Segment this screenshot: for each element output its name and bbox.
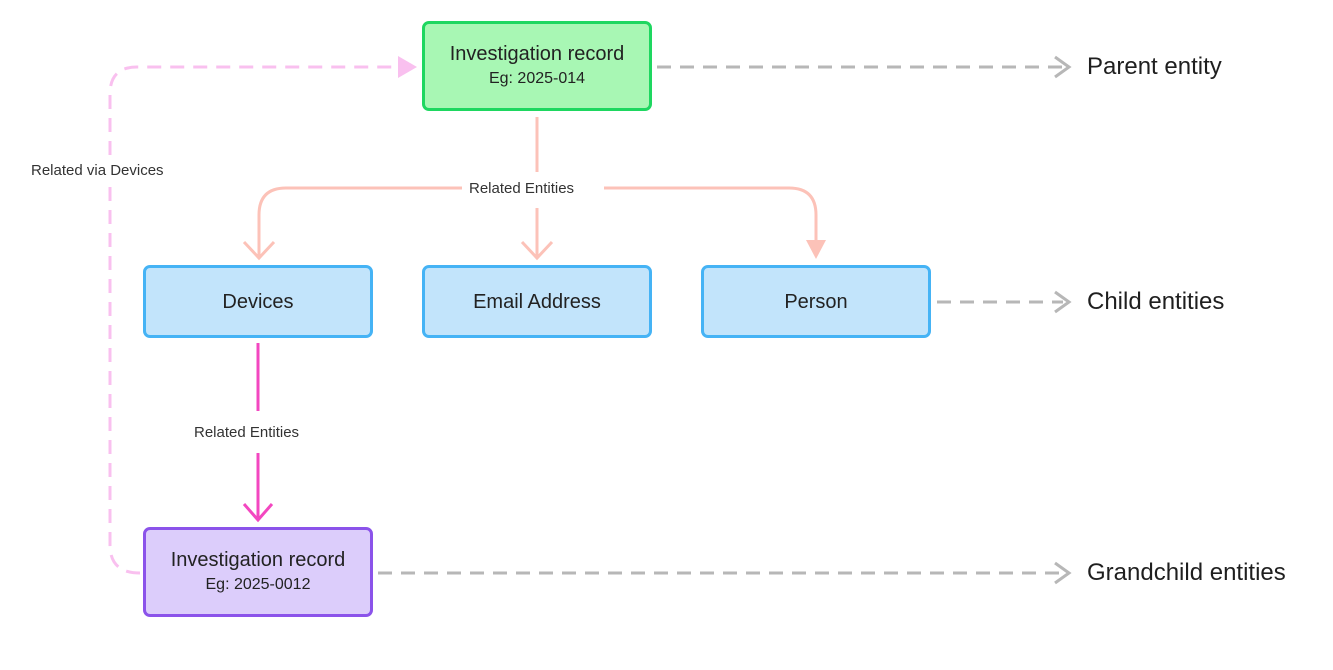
parent-entity-node[interactable]: Investigation record Eg: 2025-014 [422, 21, 652, 111]
grandchild-node-title: Investigation record [170, 549, 346, 571]
person-node[interactable]: Person [701, 265, 931, 338]
related-entities-label-devices: Related Entities [190, 424, 304, 442]
related-entities-label-top: Related Entities [465, 180, 579, 198]
parent-node-title: Investigation record [449, 43, 625, 65]
email-node-title: Email Address [473, 290, 601, 313]
devices-node[interactable]: Devices [143, 265, 373, 338]
legend-arrowhead-child [1054, 290, 1072, 314]
arrowhead-devices [242, 240, 276, 261]
legend-grandchild-entities: Grandchild entities [1087, 559, 1286, 586]
person-node-title: Person [784, 290, 848, 313]
arrowhead-person [806, 240, 826, 259]
connector-left-branch [257, 186, 462, 256]
parent-node-subtitle: Eg: 2025-014 [488, 70, 586, 87]
grandchild-node-subtitle: Eg: 2025-0012 [205, 576, 311, 593]
legend-parent-entity: Parent entity [1087, 53, 1222, 80]
arrowhead-parent [398, 56, 417, 78]
email-address-node[interactable]: Email Address [422, 265, 652, 338]
connector-right-branch [604, 186, 818, 240]
legend-arrowhead-grandchild [1054, 561, 1072, 585]
related-via-devices-label: Related via Devices [27, 162, 168, 180]
grandchild-entity-node[interactable]: Investigation record Eg: 2025-0012 [143, 527, 373, 617]
connector-related-via-devices [108, 65, 402, 575]
arrowhead-grandchild [242, 503, 274, 523]
devices-node-title: Devices [222, 290, 294, 313]
legend-arrowhead-parent [1054, 55, 1072, 79]
legend-child-entities: Child entities [1087, 288, 1225, 315]
arrowhead-email [520, 240, 554, 261]
